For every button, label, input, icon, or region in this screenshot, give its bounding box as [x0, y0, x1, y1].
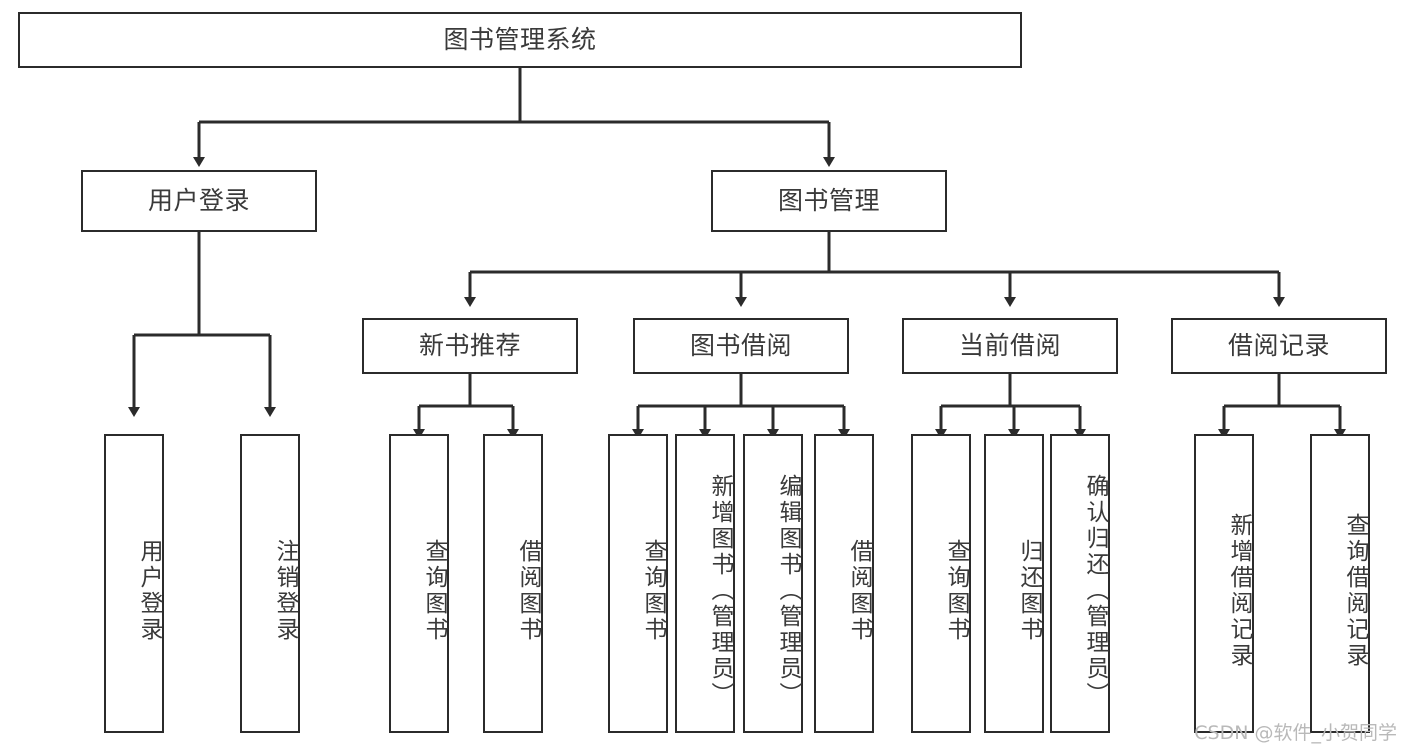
node-book-borrow[interactable]: 图书借阅 [633, 318, 849, 374]
leaf-new-book-query-book[interactable]: 查询图书 [389, 434, 449, 733]
node-label: 查询借阅记录 [1342, 512, 1368, 669]
node-label: 图书借阅 [689, 331, 792, 361]
node-label: 归还图书 [1016, 538, 1042, 643]
node-label: 新书推荐 [418, 331, 521, 361]
node-label: 当前借阅 [958, 331, 1061, 361]
leaf-user-login[interactable]: 用户登录 [104, 434, 164, 733]
node-label: 新增借阅记录 [1226, 512, 1252, 669]
leaf-borrow-add-book-admin[interactable]: 新增图书（管理员） [675, 434, 735, 733]
node-label: 确认归还（管理员） [1082, 473, 1108, 708]
leaf-record-add-borrow-record[interactable]: 新增借阅记录 [1194, 434, 1254, 733]
leaf-record-query-borrow-record[interactable]: 查询借阅记录 [1310, 434, 1370, 733]
node-root-book-management-system[interactable]: 图书管理系统 [18, 12, 1022, 68]
node-label: 借阅记录 [1227, 331, 1330, 361]
node-label: 用户登录 [147, 186, 250, 216]
leaf-new-book-borrow-book[interactable]: 借阅图书 [483, 434, 543, 733]
leaf-current-confirm-return-admin[interactable]: 确认归还（管理员） [1050, 434, 1110, 733]
node-label: 借阅图书 [515, 538, 541, 643]
leaf-current-query-book[interactable]: 查询图书 [911, 434, 971, 733]
node-label: 新增图书（管理员） [707, 473, 733, 708]
leaf-logout[interactable]: 注销登录 [240, 434, 300, 733]
node-current-borrow[interactable]: 当前借阅 [902, 318, 1118, 374]
node-label: 图书管理系统 [443, 25, 597, 55]
node-label: 注销登录 [272, 538, 298, 643]
node-book-management[interactable]: 图书管理 [711, 170, 947, 232]
node-new-book-recommend[interactable]: 新书推荐 [362, 318, 578, 374]
leaf-borrow-edit-book-admin[interactable]: 编辑图书（管理员） [743, 434, 803, 733]
node-label: 编辑图书（管理员） [775, 473, 801, 708]
leaf-borrow-borrow-book[interactable]: 借阅图书 [814, 434, 874, 733]
node-label: 借阅图书 [846, 538, 872, 643]
node-label: 查询图书 [943, 538, 969, 643]
node-label: 查询图书 [421, 538, 447, 643]
leaf-current-return-book[interactable]: 归还图书 [984, 434, 1044, 733]
node-user-login[interactable]: 用户登录 [81, 170, 317, 232]
node-label: 图书管理 [777, 186, 880, 216]
leaf-borrow-query-book[interactable]: 查询图书 [608, 434, 668, 733]
node-borrow-record[interactable]: 借阅记录 [1171, 318, 1387, 374]
node-label: 用户登录 [136, 538, 162, 643]
node-label: 查询图书 [640, 538, 666, 643]
